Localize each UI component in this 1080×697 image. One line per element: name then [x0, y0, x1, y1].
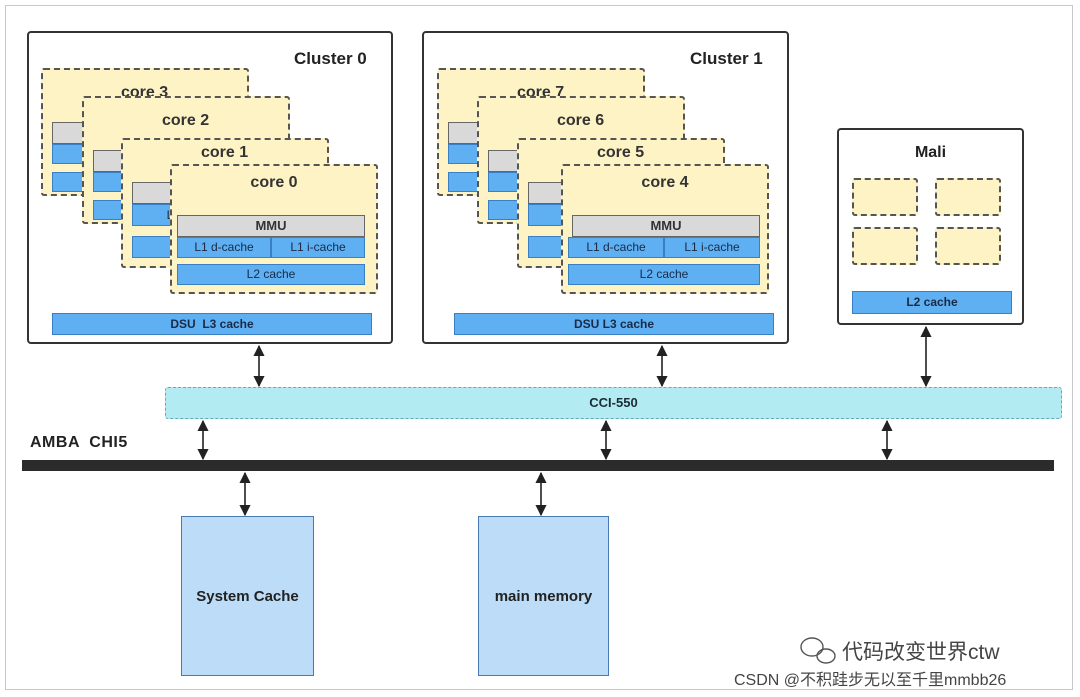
watermark-source: CSDN @不积跬步无以至千里mmbb26	[734, 672, 1007, 689]
cluster-1-dsu-l3-cache: DSU L3 cache	[454, 313, 774, 335]
core-0-mmu: MMU	[177, 215, 365, 237]
main-memory-label: main memory	[494, 587, 593, 605]
amba-chi5-bus	[22, 460, 1054, 471]
mali-title: Mali	[914, 144, 947, 161]
core-2-title: core 2	[162, 112, 210, 129]
core-0-l1-icache: L1 i-cache	[271, 237, 365, 258]
core-5-title: core 5	[597, 144, 645, 161]
core-0-title: core 0	[250, 174, 298, 191]
core-0-l1-dcache: L1 d-cache	[177, 237, 271, 258]
mali-shader-core-4	[935, 227, 1001, 265]
cluster-0-dsu-l3-cache: DSU L3 cache	[52, 313, 372, 335]
core-4-l1-dcache: L1 d-cache	[568, 237, 664, 258]
mali-shader-core-1	[852, 178, 918, 216]
core-6-title: core 6	[557, 112, 605, 129]
core-4-title: core 4	[641, 174, 689, 191]
cluster-1-title: Cluster 1	[690, 49, 763, 68]
cluster-1: Cluster 1 core 7 L1 core 6 L1 core 5 L1 …	[422, 31, 789, 344]
core-4-l2-cache: L2 cache	[568, 264, 760, 285]
main-memory-block: main memory	[478, 516, 609, 676]
watermark-account: 代码改变世界ctw	[842, 641, 1000, 664]
core-0: core 0 MMU L1 d-cache L1 i-cache L2 cach…	[170, 164, 378, 294]
system-cache-label: System Cache	[196, 587, 299, 605]
cci-550-interconnect: CCI-550	[165, 387, 1062, 419]
cluster-0: Cluster 0 core 3 L1 core 2 L1 core 1 L1 …	[27, 31, 393, 344]
amba-chi5-label: AMBA CHI5	[30, 434, 128, 451]
mali-l2-cache: L2 cache	[852, 291, 1012, 314]
wechat-logo-icon	[800, 637, 836, 664]
mali-shader-core-2	[935, 178, 1001, 216]
mali-shader-core-3	[852, 227, 918, 265]
core-0-l2-cache: L2 cache	[177, 264, 365, 285]
system-cache-block: System Cache	[181, 516, 314, 676]
core-1-title: core 1	[201, 144, 249, 161]
mali-gpu: Mali L2 cache	[837, 128, 1024, 325]
diagram-frame	[5, 5, 1073, 690]
core-4: core 4 MMU L1 d-cache L1 i-cache L2 cach…	[561, 164, 769, 294]
core-4-mmu: MMU	[572, 215, 760, 237]
core-4-l1-icache: L1 i-cache	[664, 237, 760, 258]
cluster-0-title: Cluster 0	[294, 49, 367, 68]
